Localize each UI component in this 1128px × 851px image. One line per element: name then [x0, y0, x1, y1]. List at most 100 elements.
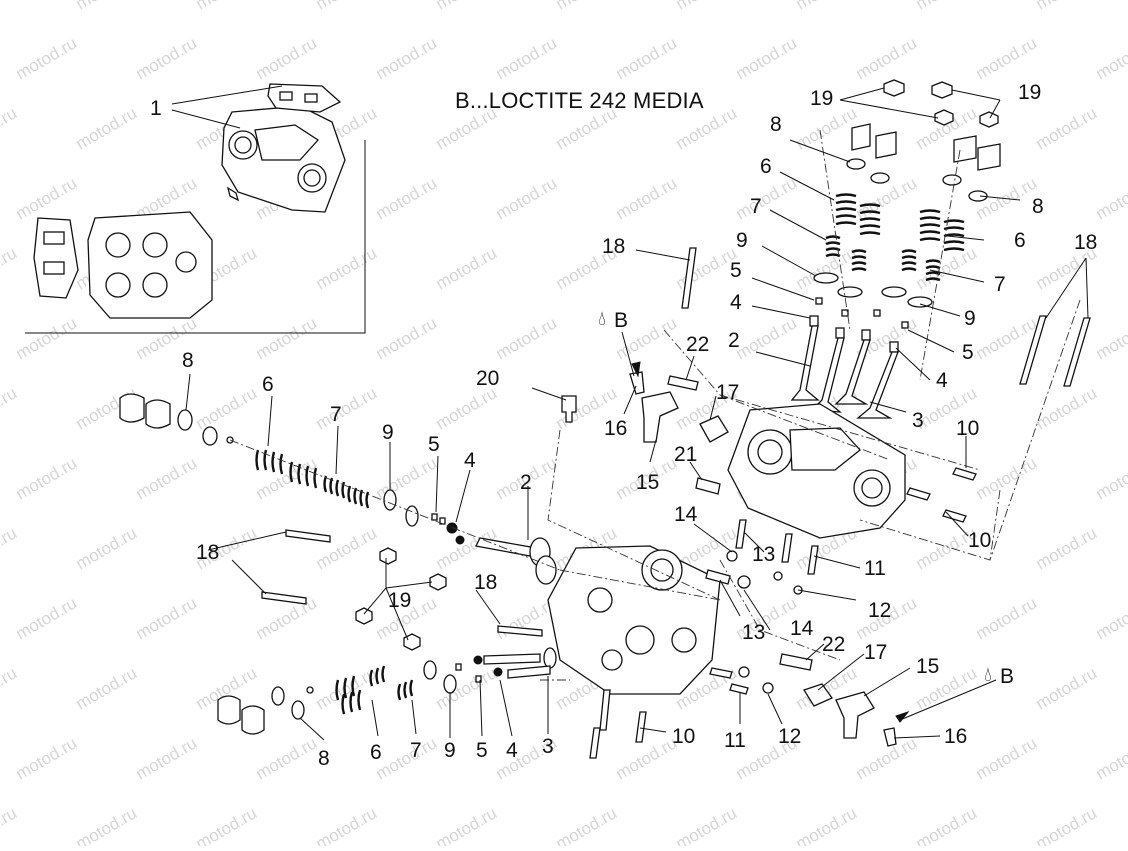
watermark-text: motod.ru — [493, 173, 561, 223]
callout-12: 12 — [868, 600, 891, 621]
watermark-text: motod.ru — [0, 383, 20, 433]
watermark-text: motod.ru — [13, 173, 81, 223]
callout-12: 12 — [778, 726, 801, 747]
watermark-text: motod.ru — [793, 103, 861, 153]
callout-6: 6 — [262, 374, 274, 395]
watermark-text: motod.ru — [853, 33, 921, 83]
callout-6: 6 — [760, 156, 772, 177]
callout-4: 4 — [730, 292, 742, 313]
callout-11: 11 — [864, 558, 886, 579]
watermark-text: motod.ru — [733, 313, 801, 363]
watermark-text: motod.ru — [1033, 663, 1101, 713]
callout-21: 21 — [674, 444, 697, 465]
watermark-text: motod.ru — [193, 383, 261, 433]
watermark-text: motod.ru — [13, 313, 81, 363]
callout-14: 14 — [674, 504, 697, 525]
callout-3: 3 — [912, 410, 924, 431]
watermark-text: motod.ru — [1093, 173, 1128, 223]
watermark-text: motod.ru — [373, 173, 441, 223]
watermark-text: motod.ru — [553, 803, 621, 846]
watermark-text: motod.ru — [613, 33, 681, 83]
callout-11: 11 — [724, 730, 746, 751]
callout-20: 20 — [476, 368, 499, 389]
callout-4: 4 — [464, 450, 476, 471]
watermark-text: motod.ru — [313, 523, 381, 573]
callout-18: 18 — [196, 542, 219, 563]
watermark-text: motod.ru — [253, 313, 321, 363]
callout-9: 9 — [736, 230, 748, 251]
callout-9: 9 — [964, 308, 976, 329]
callout-10: 10 — [968, 530, 991, 551]
watermark-text: motod.ru — [433, 383, 501, 433]
callout-16: 16 — [604, 418, 627, 439]
callout-5: 5 — [962, 342, 974, 363]
watermark-text: motod.ru — [13, 33, 81, 83]
callout-7: 7 — [994, 274, 1006, 295]
watermark-text: motod.ru — [913, 0, 981, 13]
watermark-text: motod.ru — [493, 33, 561, 83]
watermark-text: motod.ru — [613, 173, 681, 223]
watermark-text: motod.ru — [373, 313, 441, 363]
callout-5: 5 — [428, 434, 440, 455]
watermark-text: motod.ru — [1093, 733, 1128, 783]
watermark-text: motod.ru — [0, 663, 20, 713]
callout-17: 17 — [864, 642, 887, 663]
watermark-text: motod.ru — [973, 593, 1041, 643]
loctite-note: B...LOCTITE 242 MEDIA — [455, 88, 704, 114]
callout-13: 13 — [742, 622, 765, 643]
watermark-text: motod.ru — [493, 313, 561, 363]
watermark-text: motod.ru — [793, 803, 861, 846]
watermark-text: motod.ru — [133, 733, 201, 783]
watermark-text: motod.ru — [13, 593, 81, 643]
watermark-text: motod.ru — [73, 663, 141, 713]
watermark-text: motod.ru — [1093, 313, 1128, 363]
callout-4: 4 — [506, 740, 518, 761]
watermark-text: motod.ru — [673, 0, 741, 13]
callout-16: 16 — [944, 726, 967, 747]
callout-3: 3 — [542, 736, 554, 757]
callout-10: 10 — [956, 418, 979, 439]
watermark-text: motod.ru — [613, 733, 681, 783]
watermark-text: motod.ru — [0, 0, 20, 13]
watermark-text: motod.ru — [433, 0, 501, 13]
watermark-text: motod.ru — [193, 0, 261, 13]
watermark-text: motod.ru — [313, 663, 381, 713]
watermark-text: motod.ru — [313, 0, 381, 13]
adhesive-label-upper: B — [614, 310, 628, 331]
watermark-text: motod.ru — [0, 523, 20, 573]
watermark-text: motod.ru — [553, 0, 621, 13]
callout-8: 8 — [770, 114, 782, 135]
watermark-text: motod.ru — [973, 453, 1041, 503]
callout-6: 6 — [370, 742, 382, 763]
callout-19: 19 — [1018, 82, 1041, 103]
watermark-text: motod.ru — [1093, 593, 1128, 643]
callout-7: 7 — [750, 196, 762, 217]
watermark-text: motod.ru — [733, 33, 801, 83]
adhesive-label-lower: B — [1000, 666, 1014, 687]
watermark-text: motod.ru — [433, 663, 501, 713]
callout-19: 19 — [810, 88, 833, 109]
watermark-text: motod.ru — [0, 243, 20, 293]
watermark-text: motod.ru — [0, 103, 20, 153]
watermark-text: motod.ru — [373, 33, 441, 83]
callout-5: 5 — [476, 740, 488, 761]
callout-18: 18 — [1074, 232, 1097, 253]
callout-4: 4 — [936, 370, 948, 391]
watermark-text: motod.ru — [913, 243, 981, 293]
callout-8: 8 — [182, 350, 194, 371]
callout-2: 2 — [728, 330, 740, 351]
watermark-text: motod.ru — [1093, 453, 1128, 503]
callout-15: 15 — [636, 472, 659, 493]
watermark-text: motod.ru — [373, 733, 441, 783]
watermark-text: motod.ru — [73, 0, 141, 13]
watermark-text: motod.ru — [1033, 0, 1101, 13]
watermark-text: motod.ru — [253, 733, 321, 783]
watermark-text: motod.ru — [973, 733, 1041, 783]
watermark-text: motod.ru — [0, 803, 20, 846]
watermark-text: motod.ru — [133, 33, 201, 83]
loctite-drop-icon-upper: 💧︎ — [598, 308, 606, 331]
callout-2: 2 — [520, 472, 532, 493]
cylinder-head-assembly-lower — [34, 212, 212, 318]
watermark-text: motod.ru — [193, 803, 261, 846]
